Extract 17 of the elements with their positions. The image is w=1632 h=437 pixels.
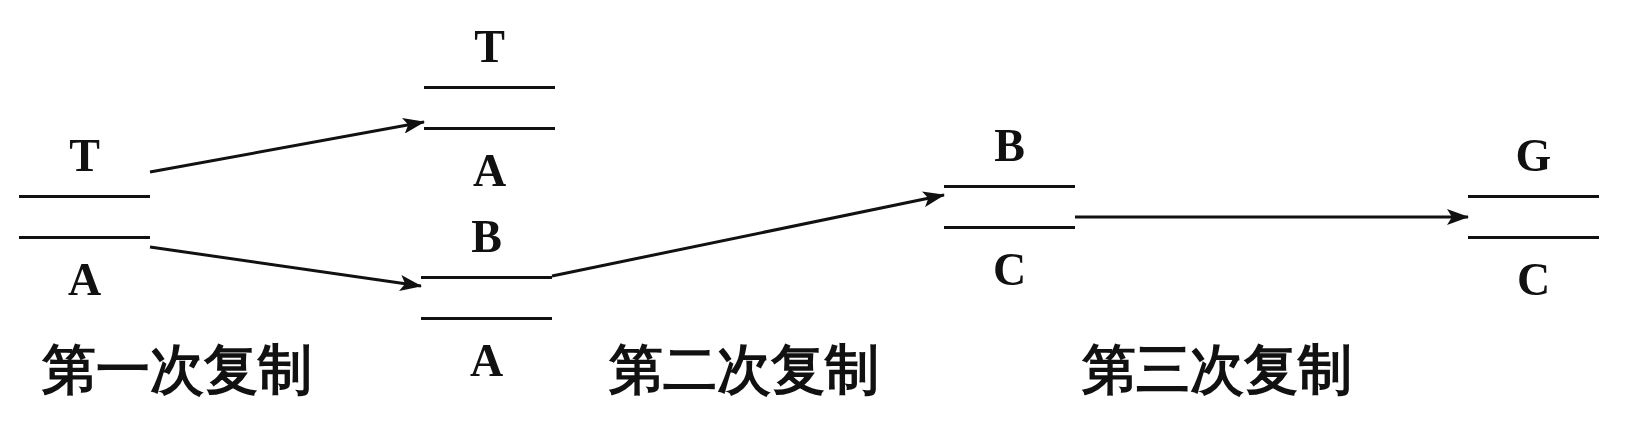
arrow [149,117,425,174]
arrow [1075,209,1469,225]
base-letter: A [67,257,102,303]
step-label: 第二次复制 [609,340,879,400]
arrow [149,245,422,291]
base-letter: A [472,148,507,194]
base-letter: B [471,214,502,260]
base-letter: T [474,24,505,70]
base-letter: C [992,247,1027,293]
step-label: 第一次复制 [42,340,312,400]
base-letter: A [469,338,504,384]
base-letter: B [994,123,1025,169]
base-letter: G [1515,133,1552,179]
arrow [551,191,945,278]
base-letter: C [1516,257,1551,303]
step-label: 第三次复制 [1082,340,1352,400]
base-letter: T [69,133,100,179]
